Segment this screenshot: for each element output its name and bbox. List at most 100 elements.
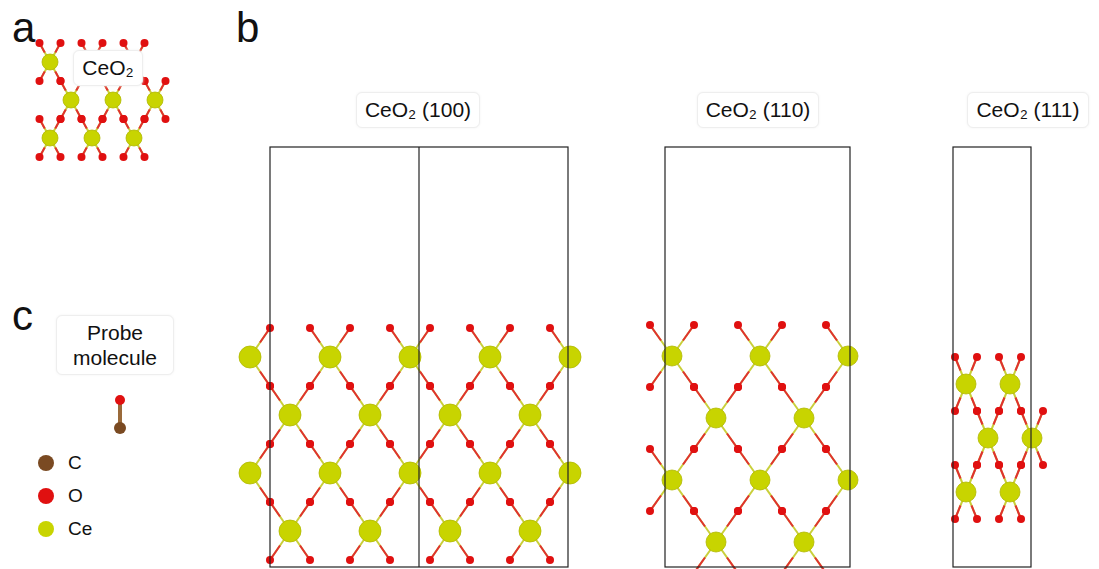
o-atom [306,382,314,390]
o-atom [973,461,981,469]
o-atom [546,440,554,448]
o-atom [822,445,830,453]
o-atom [426,382,434,390]
o-atom [386,498,394,506]
o-atom [386,440,394,448]
o-atom [386,382,394,390]
o-atom [466,324,474,332]
o-atom [778,507,786,515]
ce-atom [838,346,858,366]
o-atom [120,153,128,161]
o-atom [506,498,514,506]
o-atom [386,324,394,332]
ce-atom [105,92,121,108]
o-atom [141,39,149,47]
o-atom [36,153,44,161]
o-atom [306,440,314,448]
ce-atom [794,408,814,428]
o-atom [995,407,1003,415]
o-atom [466,440,474,448]
o-atom [778,445,786,453]
o-atom [546,324,554,332]
o-atom [99,115,107,123]
o-atom [734,383,742,391]
o-atom [822,507,830,515]
o-atom [734,321,742,329]
o-atom [734,445,742,453]
o-atom [141,115,149,123]
o-atom [506,382,514,390]
o-atom [973,407,981,415]
o-atom [1017,407,1025,415]
o-atom [306,324,314,332]
ce-atom [956,374,976,394]
title-text: CeO₂ (100) [365,97,471,122]
ce-atom [279,404,301,426]
o-atom [506,382,514,390]
ce-atom [1022,428,1042,448]
title-box: Probe molecule [56,315,174,375]
o-atom [78,115,86,123]
o-atom [690,321,698,329]
o-atom [734,445,742,453]
o-atom [36,39,44,47]
o-atom [822,445,830,453]
o-atom [306,556,314,564]
o-atom [120,115,128,123]
o-atom [995,461,1003,469]
o-atom [995,461,1003,469]
legend-swatch [38,488,54,504]
ce-atom [519,520,541,542]
o-atom [386,440,394,448]
legend-row: C [38,452,82,474]
o-atom [57,77,65,85]
o-atom [426,324,434,332]
ce-atom [706,408,726,428]
ce-atom [84,130,100,146]
o-atom [995,353,1003,361]
o-atom [778,445,786,453]
o-atom [57,153,65,161]
ce-atom [63,92,79,108]
o-atom [466,498,474,506]
title-box: CeO₂ [73,50,142,85]
o-atom [822,383,830,391]
o-atom [57,115,65,123]
ce-atom [399,462,421,484]
o-atom [36,115,44,123]
o-atom [57,39,65,47]
ce-atom [978,428,998,448]
o-atom [1017,353,1025,361]
o-atom [346,440,354,448]
o-atom [386,498,394,506]
o-atom [973,407,981,415]
ce-atom [42,54,58,70]
o-atom [346,324,354,332]
title-text: Probe molecule [65,320,165,370]
o-atom [506,498,514,506]
o-atom [466,382,474,390]
o-atom [466,382,474,390]
ce-atom [559,462,581,484]
o-atom [995,407,1003,415]
ce-atom [479,346,501,368]
bonds [40,43,1044,569]
o-atom [973,353,981,361]
o-atom [778,383,786,391]
o-atom [646,383,654,391]
o-atom [346,556,354,564]
ce-atom [479,462,501,484]
title-text: CeO₂ (110) [706,97,811,122]
ce-atom [147,92,163,108]
ce-atom [359,404,381,426]
legend-text: Ce [68,518,92,540]
o-atom [778,321,786,329]
legend-text: O [68,485,83,507]
o-atom [951,515,959,523]
o-atom [346,498,354,506]
o-atom [426,440,434,448]
o-atom [690,383,698,391]
title-text: CeO₂ [82,55,133,80]
o-atom [306,440,314,448]
